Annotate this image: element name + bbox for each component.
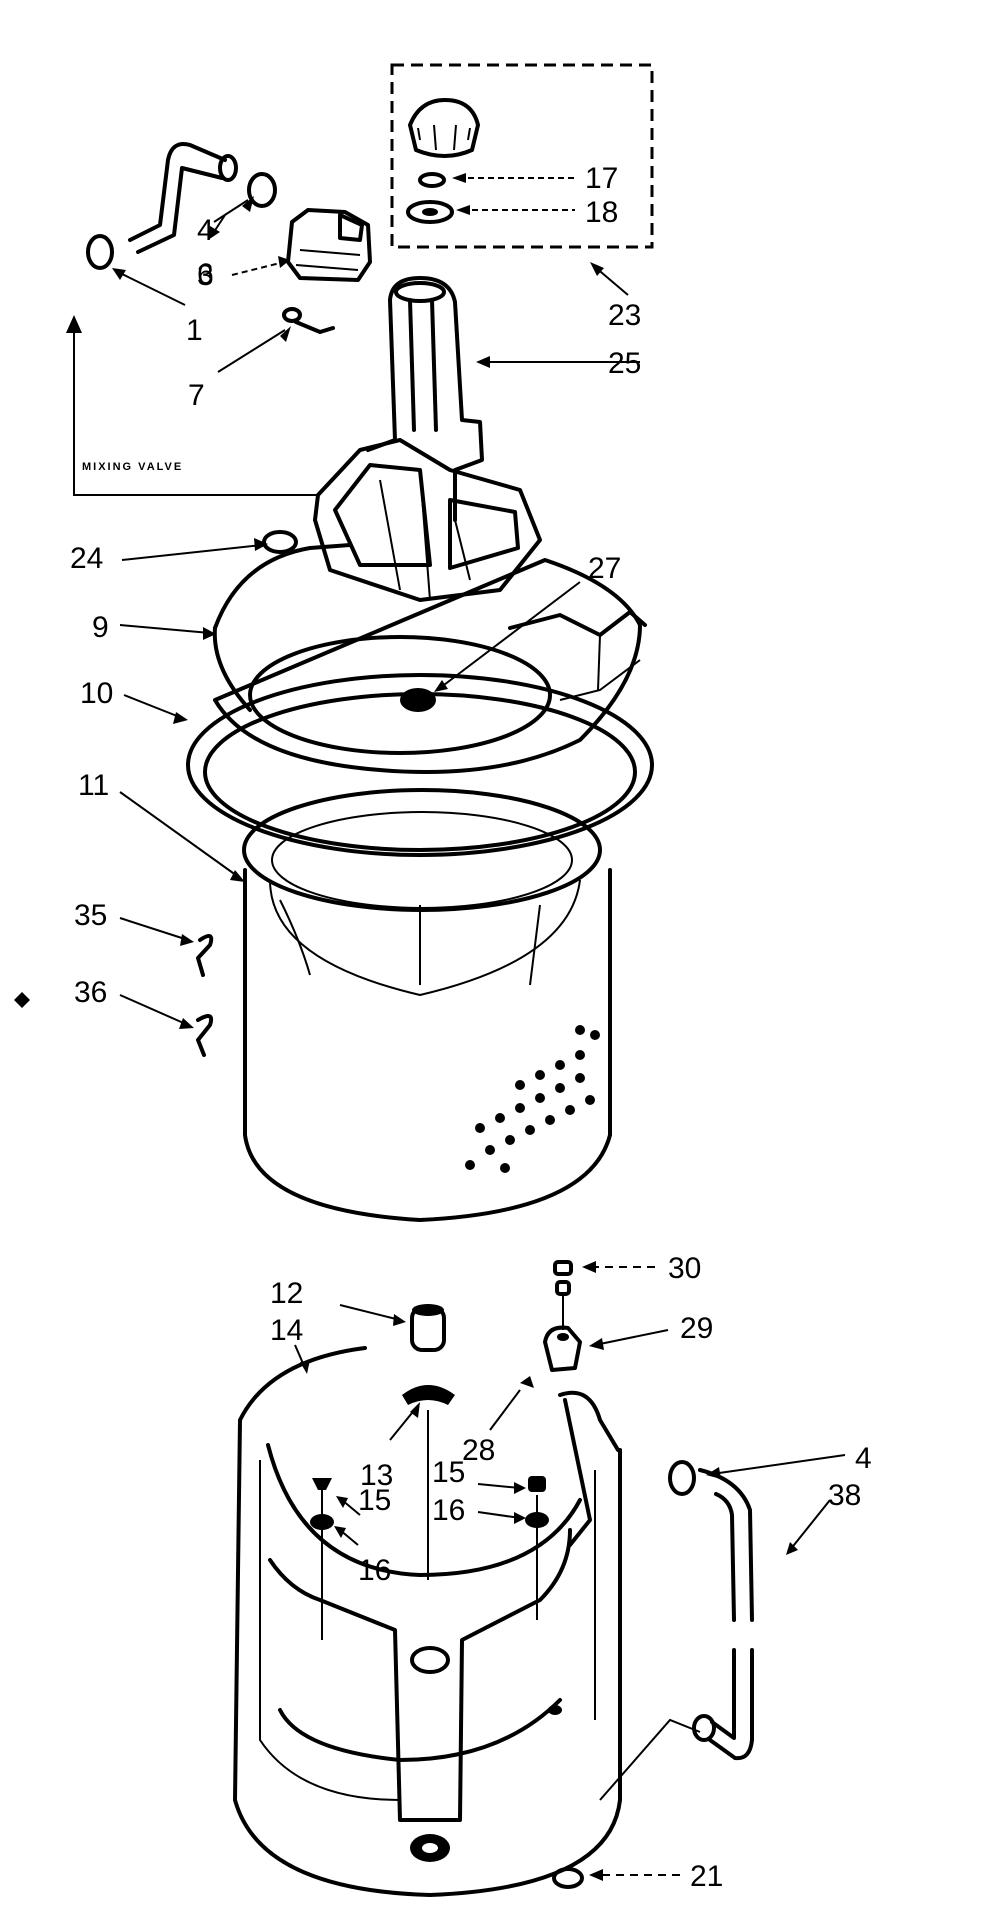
callout-30: 30 (668, 1252, 701, 1285)
part-18-seal (406, 200, 454, 224)
bolt-group-right (525, 1476, 549, 1620)
mixing-valve-label: MIXING VALVE (82, 461, 183, 473)
part-11-wash-basket (242, 788, 612, 1222)
callout-1: 1 (186, 314, 203, 347)
callout-18: 18 (585, 196, 618, 229)
part-35-clip (196, 934, 214, 977)
dashed-group-box (390, 63, 654, 249)
callout-17: 17 (585, 162, 618, 195)
part-28-pin (520, 1376, 534, 1388)
part-4-hose-washer-bottom (668, 1460, 696, 1496)
bolt-group-left (310, 1478, 334, 1640)
callout-25: 25 (608, 347, 641, 380)
tub-outlet-fitting (548, 1705, 562, 1715)
callout-14: 14 (270, 1314, 303, 1347)
part-14-outer-tub (233, 1346, 622, 1897)
callout-21: 21 (690, 1860, 723, 1893)
stray-mark (14, 992, 30, 1008)
part-13-seal (402, 1385, 455, 1405)
callout-12: 12 (270, 1277, 303, 1310)
part-38-drain-hose (692, 1468, 754, 1761)
callout-38: 38 (828, 1479, 861, 1512)
part-10-gasket (186, 673, 654, 857)
callout-16-right: 16 (432, 1494, 465, 1527)
part-25-agitator (313, 276, 542, 602)
callout-16-left: 16 (358, 1554, 391, 1587)
callout-6: 6 (197, 258, 214, 291)
part-6-mixing-valve-body (286, 208, 372, 282)
callout-13: 13 (360, 1459, 393, 1492)
part-12-cap (410, 1304, 446, 1352)
part-4-hose-washer (247, 172, 277, 208)
part-29-pump-fitting (543, 1325, 582, 1372)
part-7-clamp (282, 307, 335, 334)
callout-7: 7 (188, 379, 205, 412)
part-24-plug (262, 530, 298, 554)
callout-15-left: 15 (358, 1484, 391, 1517)
callout-4-bottom: 4 (855, 1442, 872, 1475)
callout-3: 3 (197, 259, 214, 292)
callout-11: 11 (78, 769, 109, 802)
part-17-washer (418, 172, 446, 188)
callout-35: 35 (74, 899, 107, 932)
tub-center-bearing (410, 1646, 450, 1674)
callout-15-right: 15 (432, 1456, 465, 1489)
callout-27: 27 (588, 552, 621, 585)
part-9-tub-cover (212, 543, 647, 774)
callout-28: 28 (462, 1434, 495, 1467)
agitator-cap-part (408, 98, 480, 158)
part-30-screw (553, 1260, 573, 1330)
basket-perforations (465, 1025, 600, 1173)
part-21-grommet (552, 1867, 584, 1889)
callout-29: 29 (680, 1312, 713, 1345)
callout-10: 10 (80, 677, 113, 710)
inlet-hose-top (86, 142, 238, 270)
callout-23: 23 (608, 299, 641, 332)
part-36-clip (196, 1014, 214, 1057)
part-27-nut (400, 688, 436, 712)
callout-36: 36 (74, 976, 107, 1009)
callout-9: 9 (92, 611, 109, 644)
hose-connection-line (599, 1718, 701, 1801)
callout-24: 24 (70, 542, 103, 575)
callout-4-top: 4 (197, 214, 214, 247)
